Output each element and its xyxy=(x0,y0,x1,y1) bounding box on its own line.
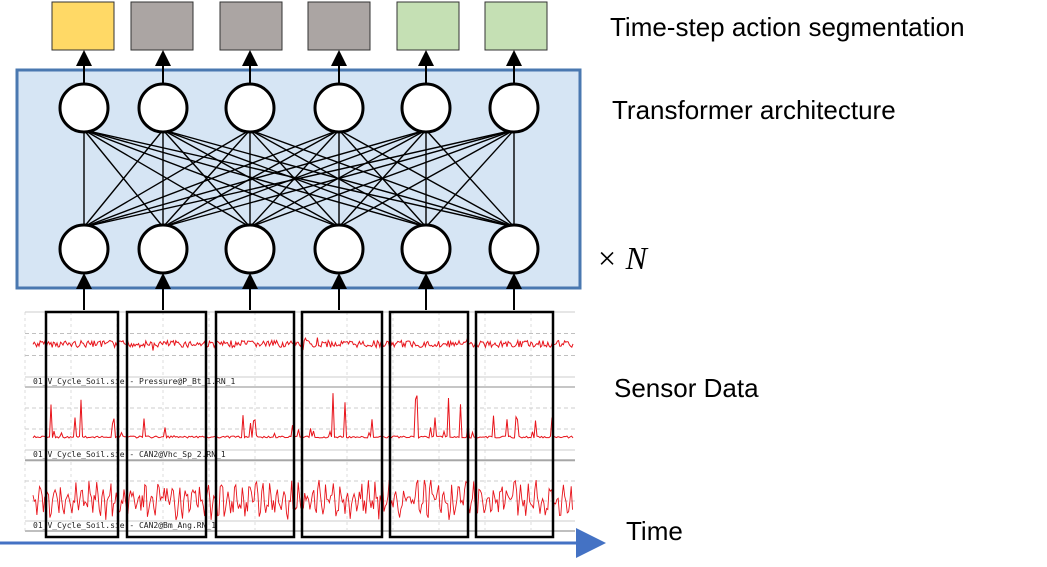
output-neuron-2 xyxy=(137,82,189,134)
sensor-grid xyxy=(24,311,575,532)
flow-arrows xyxy=(76,50,522,310)
connection-line xyxy=(338,129,515,228)
time-window-1 xyxy=(44,310,120,539)
time-window-6 xyxy=(474,310,555,539)
model-label: Transformer architecture xyxy=(612,95,896,125)
time-window-2 xyxy=(125,310,208,539)
time-windows xyxy=(44,310,555,539)
sensor-data-plot: 01_V_Cycle_Soil.sie - Pressure@P_Bt_1.RN… xyxy=(24,310,575,539)
time-window-5 xyxy=(388,310,470,539)
sensor-data-label: Sensor Data xyxy=(614,373,759,403)
output-token-row xyxy=(51,1,548,51)
output-neuron-6 xyxy=(488,82,540,134)
input-neuron-1 xyxy=(58,223,110,275)
input-neuron-5 xyxy=(400,223,452,275)
connection-line xyxy=(83,129,164,228)
output-token-6 xyxy=(484,1,548,51)
time-window-4 xyxy=(300,310,384,539)
output-token-4 xyxy=(307,1,371,51)
connection-line xyxy=(162,129,515,228)
input-neuron-6 xyxy=(488,223,540,275)
output-neuron-layer xyxy=(58,82,540,134)
output-neuron-1 xyxy=(58,82,110,134)
output-label: Time-step action segmentation xyxy=(610,12,965,42)
input-neuron-4 xyxy=(313,223,365,275)
connection-line xyxy=(162,129,427,228)
sensor-channel-labels: 01_V_Cycle_Soil.sie - Pressure@P_Bt_1.RN… xyxy=(33,377,235,530)
output-token-3 xyxy=(219,1,283,51)
output-token-5 xyxy=(396,1,460,51)
time-label: Time xyxy=(626,516,683,546)
channel-label-boom-angle: 01_V_Cycle_Soil.sie - CAN2@Bm_Ang.RN_1 xyxy=(33,521,216,530)
connection-line xyxy=(162,129,251,228)
channel-label-pressure: 01_V_Cycle_Soil.sie - Pressure@P_Bt_1.RN… xyxy=(33,377,235,386)
connection-line xyxy=(249,129,515,228)
repeat-n-label: × N xyxy=(596,240,647,276)
input-neuron-3 xyxy=(224,223,276,275)
output-token-2 xyxy=(130,1,194,51)
connection-line xyxy=(83,129,251,228)
output-neuron-3 xyxy=(224,82,276,134)
output-neuron-4 xyxy=(313,82,365,134)
attention-connections xyxy=(83,129,515,228)
output-token-1 xyxy=(51,1,115,51)
input-neuron-2 xyxy=(137,223,189,275)
connection-line xyxy=(425,129,515,228)
connection-line xyxy=(162,129,340,228)
connection-line xyxy=(83,129,427,228)
connection-line xyxy=(83,129,340,228)
connection-line xyxy=(83,129,515,228)
channel-label-vehicle-speed: 01_V_Cycle_Soil.sie - CAN2@Vhc_Sp_2.RN_1 xyxy=(33,450,226,459)
time-window-3 xyxy=(214,310,296,539)
output-neuron-5 xyxy=(400,82,452,134)
